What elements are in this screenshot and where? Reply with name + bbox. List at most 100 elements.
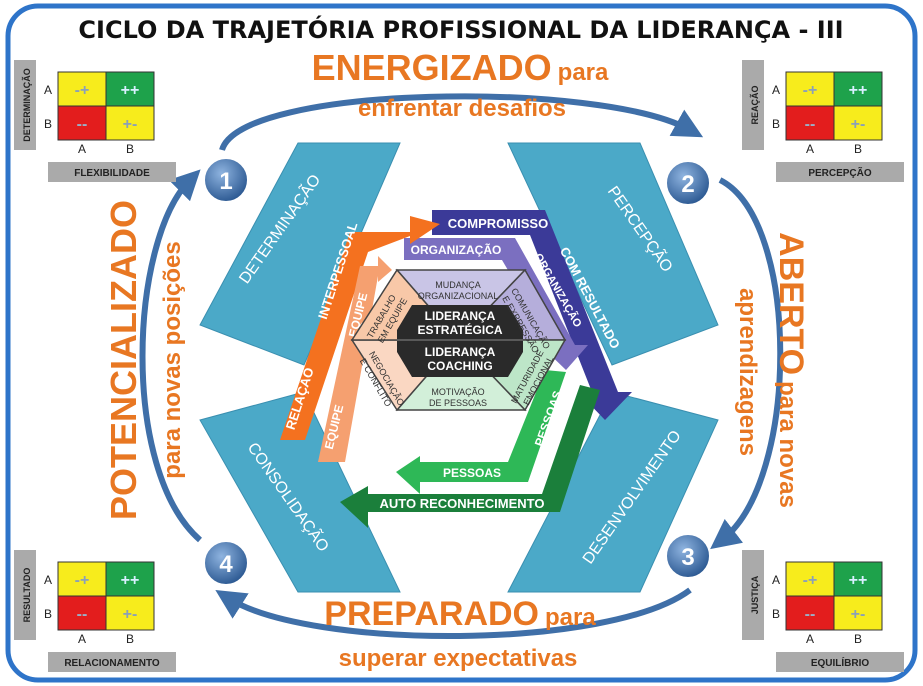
- matrix-cell-tr: [105, 561, 155, 597]
- matrix-cell-tr-label: ++: [121, 82, 140, 99]
- matrix-row-a: A: [44, 573, 52, 587]
- hex-text-coaching-2: COACHING: [427, 359, 492, 373]
- hex-text-coaching-1: LIDERANÇA: [425, 345, 496, 359]
- matrix-row-a: A: [772, 83, 780, 97]
- matrix-cell-bl-label: --: [77, 606, 88, 623]
- matrix-xlabel-bar: [48, 162, 176, 182]
- matrix-cell-tr-label: ++: [121, 572, 140, 589]
- stage-number-2: 2: [665, 160, 711, 206]
- matrix-cell-br-label: +-: [123, 116, 138, 133]
- central-arrows: [280, 210, 632, 528]
- stage-top-sub: enfrentar desafios: [358, 95, 566, 122]
- matrix-ylabel-bar: [14, 60, 36, 150]
- matrix-ylabel: RESULTADO: [22, 568, 32, 623]
- stage-numbers: 1 2 3 4: [203, 157, 711, 586]
- matrix-col-b: B: [854, 142, 862, 156]
- label-organizacao-a: ORGANIZAÇÃO: [411, 242, 502, 257]
- stage-left-sub: para novas posições: [159, 241, 186, 478]
- matrix-cell-tl-label: -+: [803, 572, 818, 589]
- stage-number-3: 3: [665, 533, 711, 579]
- svg-text:4: 4: [219, 551, 233, 578]
- arrow-equipe: [318, 256, 392, 462]
- matrix-cell-br: [833, 105, 883, 141]
- matrix-col-a: A: [806, 632, 814, 646]
- matrix-cell-br-label: +-: [851, 116, 866, 133]
- matrix-col-a: A: [78, 142, 86, 156]
- arrow-1-to-2: [219, 93, 704, 152]
- matrix-cell-tr: [833, 71, 883, 107]
- arrow-compromisso: [432, 210, 632, 420]
- label-compromisso: COMPROMISSO: [448, 216, 548, 231]
- matrix-cell-br: [833, 595, 883, 631]
- arrow-organizacao: [404, 238, 588, 370]
- stage-left-heading: POTENCIALIZADO: [103, 200, 144, 520]
- matrix-col-b: B: [854, 632, 862, 646]
- label-pessoas-a: PESSOAS: [443, 466, 501, 480]
- matrix-xlabel-bar: [776, 162, 904, 182]
- hex-text-mudanca-2: ORGANIZACIONAL: [418, 291, 499, 301]
- hex-lideranca-estrategica: [397, 305, 523, 340]
- matrix-col-b: B: [126, 632, 134, 646]
- matrix-xlabel: RELACIONAMENTO: [64, 658, 160, 669]
- competency-hexagon: [350, 268, 567, 412]
- matrix-ylabel: JUSTIÇA: [750, 575, 760, 614]
- matrix-row-b: B: [772, 607, 780, 621]
- matrix-cell-tr-label: ++: [849, 572, 868, 589]
- hex-text-mudanca-1: MUDANÇA: [435, 280, 481, 290]
- matrix-ylabel-bar: [14, 550, 36, 640]
- arrow-pessoas: [396, 370, 566, 494]
- matrix-cell-tl-label: -+: [803, 82, 818, 99]
- matrix-cell-tl-label: -+: [75, 572, 90, 589]
- matrix-xlabel-bar: [776, 652, 904, 672]
- arrow-auto-reconhecimento: [340, 385, 600, 528]
- page-title: CICLO DA TRAJETÓRIA PROFISSIONAL DA LIDE…: [78, 14, 843, 44]
- matrix-cell-tr-label: ++: [849, 82, 868, 99]
- stage-number-4: 4: [203, 540, 249, 586]
- matrix-cell-tl: [57, 561, 107, 597]
- panel-desenvolvimento: [507, 391, 719, 593]
- matrix-xlabel: PERCEPÇÃO: [808, 166, 872, 179]
- matrix-cell-bl-label: --: [805, 606, 816, 623]
- hex-text-estrategica-2: ESTRATÉGICA: [417, 322, 502, 337]
- cycle-arrows: [139, 93, 784, 640]
- matrix-cell-br: [105, 595, 155, 631]
- matrix-row-a: A: [772, 573, 780, 587]
- arrow-relacao: [280, 216, 440, 440]
- matrix-cell-tl: [57, 71, 107, 107]
- arrow-2-to-3: [710, 177, 784, 550]
- matrix-cell-br-label: +-: [123, 606, 138, 623]
- matrix-xlabel: FLEXIBILIDADE: [74, 168, 150, 179]
- matrix-cell-tl-label: -+: [75, 82, 90, 99]
- label-auto-reconhecimento: AUTO RECONHECIMENTO: [380, 496, 545, 511]
- svg-text:1: 1: [219, 168, 232, 195]
- matrix-ylabel-bar: [742, 60, 764, 150]
- matrix-col-a: A: [78, 632, 86, 646]
- svg-text:2: 2: [681, 171, 694, 198]
- matrix-cell-br: [105, 105, 155, 141]
- stage-bottom-sub: superar expectativas: [339, 645, 578, 672]
- stage-number-1: 1: [203, 157, 249, 203]
- hex-text-estrategica-1: LIDERANÇA: [425, 309, 496, 323]
- matrix-col-b: B: [126, 142, 134, 156]
- arrow-4-to-1: [139, 169, 202, 543]
- matrix-col-a: A: [806, 142, 814, 156]
- matrix-ylabel: REAÇÃO: [750, 85, 760, 124]
- matrix-cell-br-label: +-: [851, 606, 866, 623]
- stage-right-sub: aprendizagens: [734, 288, 761, 456]
- matrix-row-a: A: [44, 83, 52, 97]
- panel-consolidacao: [199, 391, 401, 593]
- matrix-ylabel-bar: [742, 550, 764, 640]
- matrix-cell-bl-label: --: [77, 116, 88, 133]
- matrix-xlabel: EQUILÍBRIO: [811, 656, 870, 669]
- arrow-3-to-4: [215, 587, 692, 640]
- matrix-row-b: B: [772, 117, 780, 131]
- matrix-cell-bl: [785, 105, 835, 141]
- matrix-row-b: B: [44, 117, 52, 131]
